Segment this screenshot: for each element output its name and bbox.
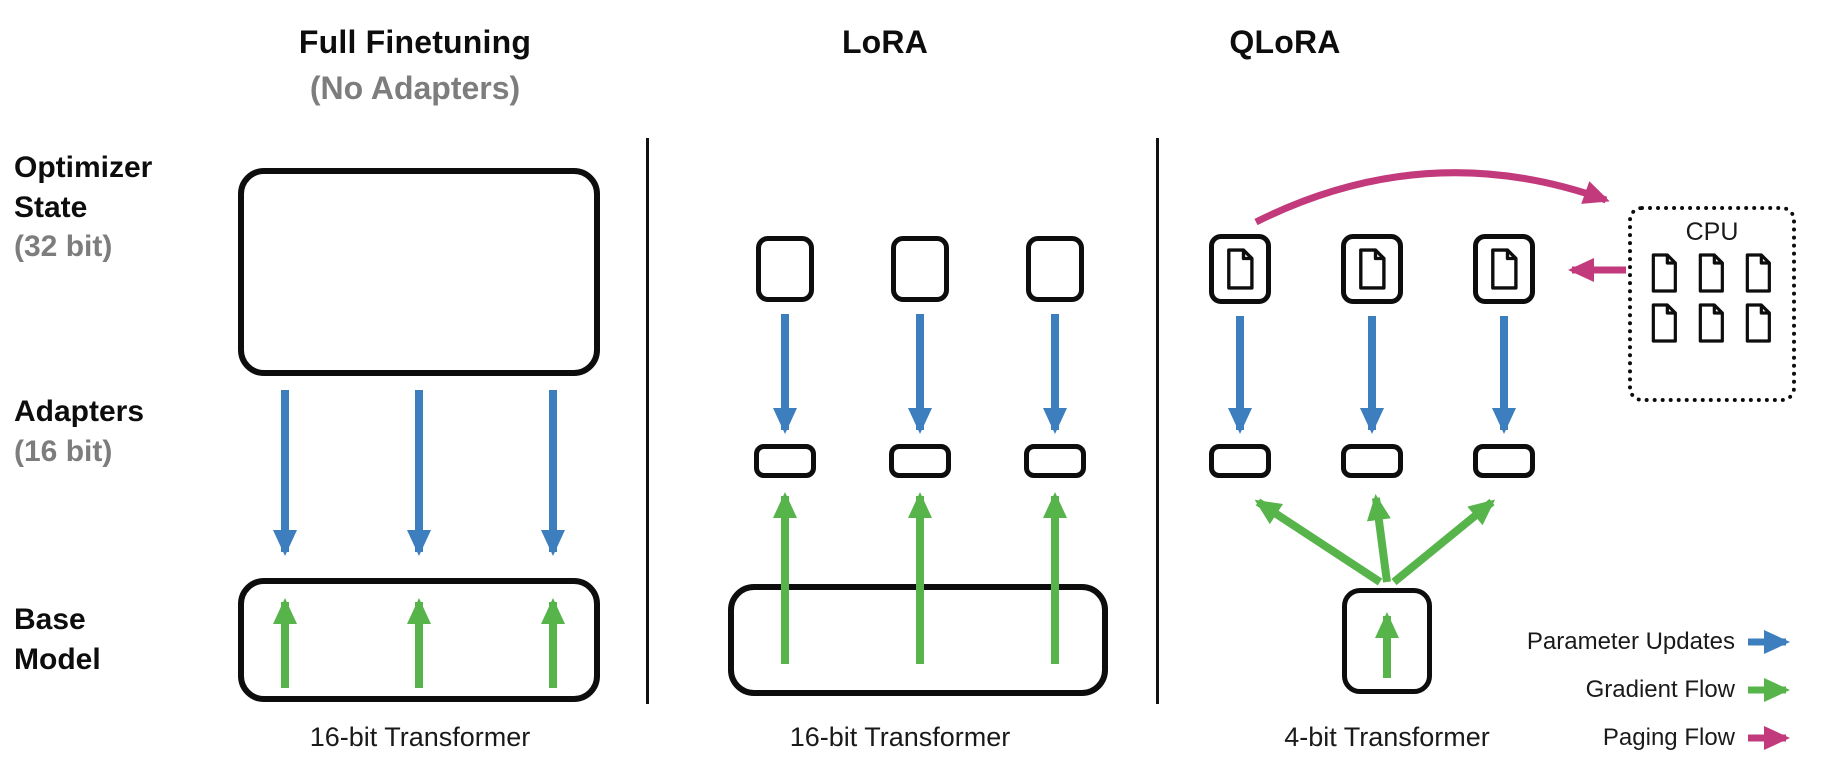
qlora-optimizer-box-3	[1473, 234, 1535, 304]
column-title-qlora: QLoRA	[1229, 24, 1341, 60]
lora-optimizer-box-1	[756, 236, 814, 302]
qlora-optimizer-box-1	[1209, 234, 1271, 304]
row-label-optimizer-state: Optimizer State (32 bit)	[14, 148, 152, 267]
lora-adapter-box-1	[754, 444, 816, 478]
column-divider-left	[646, 138, 649, 704]
document-icon	[1651, 303, 1677, 343]
legend-label-parameter-updates: Parameter Updates	[1526, 628, 1735, 655]
legend-label-gradient-flow: Gradient Flow	[1585, 676, 1735, 703]
caption-16bit-transformer-lora: 16-bit Transformer	[789, 722, 1011, 752]
row-label-base-model: Base Model	[14, 600, 101, 679]
document-icon	[1745, 303, 1771, 343]
document-icon	[1227, 248, 1254, 290]
adapters-bits-label: (16 bit)	[14, 434, 113, 468]
row-label-adapters: Adapters (16 bit)	[14, 392, 144, 471]
paging-flow-arrow-to-cpu	[1254, 169, 1610, 226]
full-finetuning-optimizer-box	[238, 168, 600, 376]
gradient-flow-arrow	[1254, 498, 1383, 586]
cpu-label: CPU	[1685, 218, 1739, 246]
column-subtitle-no-adapters: (No Adapters)	[309, 70, 521, 106]
column-title-lora: LoRA	[841, 24, 929, 60]
base-label-line1: Base	[14, 603, 86, 636]
full-finetuning-base-model-box	[238, 578, 600, 702]
document-icon	[1745, 253, 1771, 293]
gradient-flow-arrow	[1366, 494, 1391, 583]
qlora-adapter-box-3	[1473, 444, 1535, 478]
lora-base-model-box	[728, 584, 1108, 696]
cpu-paging-box: CPU	[1628, 206, 1796, 402]
caption-16bit-transformer-full: 16-bit Transformer	[309, 722, 531, 752]
optimizer-bits-label: (32 bit)	[14, 230, 113, 264]
document-icon	[1651, 253, 1677, 293]
qlora-base-model-box	[1342, 588, 1432, 694]
optimizer-label-line2: State	[14, 190, 88, 224]
base-label-line2: Model	[14, 642, 101, 676]
gradient-flow-arrow	[1391, 498, 1496, 586]
lora-adapter-box-2	[889, 444, 951, 478]
document-icon	[1698, 303, 1724, 343]
adapters-label: Adapters	[14, 395, 145, 428]
column-divider-right	[1156, 138, 1159, 704]
document-icon	[1698, 253, 1724, 293]
legend-label-paging-flow: Paging Flow	[1602, 724, 1735, 751]
qlora-adapter-box-2	[1341, 444, 1403, 478]
lora-adapter-box-3	[1024, 444, 1086, 478]
qlora-adapter-box-1	[1209, 444, 1271, 478]
column-title-full-finetuning: Full Finetuning	[298, 24, 532, 60]
lora-optimizer-box-2	[891, 236, 949, 302]
qlora-optimizer-box-2	[1341, 234, 1403, 304]
document-icon	[1491, 248, 1518, 290]
lora-optimizer-box-3	[1026, 236, 1084, 302]
document-icon	[1359, 248, 1386, 290]
caption-4bit-transformer-qlora: 4-bit Transformer	[1284, 722, 1490, 752]
cpu-document-grid	[1648, 253, 1776, 343]
optimizer-label-line1: Optimizer	[14, 151, 153, 184]
